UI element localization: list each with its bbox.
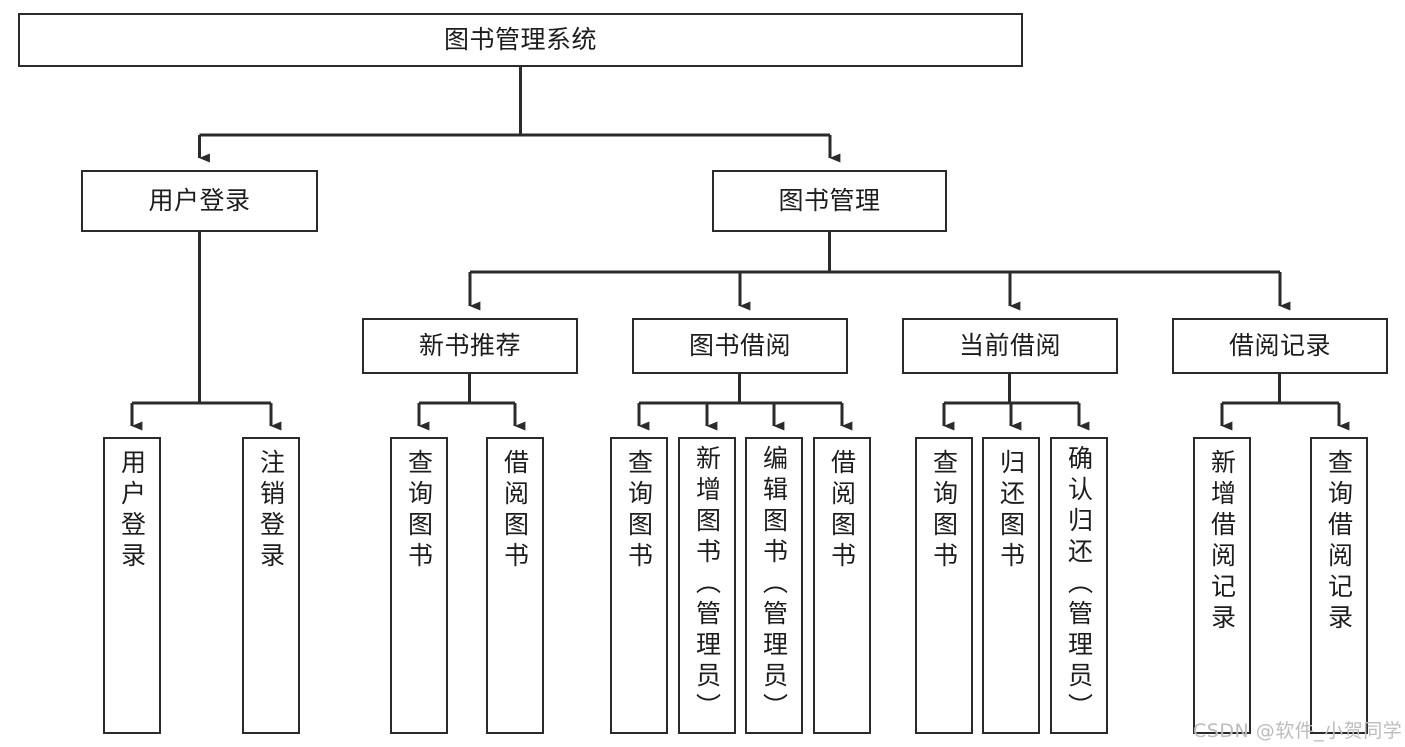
node-label: 编辑图书（管理员） [759, 445, 789, 724]
node-leaf-borrow-book-recommend[interactable]: 借阅图书 [486, 437, 544, 734]
csdn-watermark: CSDN @软件_小贺同学 [1193, 720, 1403, 742]
node-label: 用户登录 [148, 185, 251, 215]
node-leaf-return-book[interactable]: 归还图书 [982, 437, 1040, 734]
node-new-book-recommend[interactable]: 新书推荐 [362, 318, 578, 374]
node-label: 新书推荐 [418, 330, 521, 360]
node-leaf-add-borrow-record[interactable]: 新增借阅记录 [1193, 437, 1251, 734]
node-label: 查询借阅记录 [1324, 449, 1354, 635]
node-user-login[interactable]: 用户登录 [81, 170, 318, 232]
node-label: 新增图书（管理员） [692, 445, 722, 724]
node-root-system[interactable]: 图书管理系统 [18, 13, 1023, 67]
node-label: 确认归还（管理员） [1064, 445, 1094, 724]
node-book-borrow[interactable]: 图书借阅 [632, 318, 848, 374]
node-label: 借阅图书 [827, 449, 857, 573]
node-label: 用户登录 [117, 449, 147, 573]
node-label: 借阅图书 [500, 449, 530, 573]
node-label: 当前借阅 [958, 330, 1061, 360]
node-label: 图书管理系统 [443, 24, 597, 54]
node-current-borrow[interactable]: 当前借阅 [902, 318, 1118, 374]
node-leaf-edit-book-admin[interactable]: 编辑图书（管理员） [745, 437, 803, 734]
node-label: 查询图书 [624, 449, 654, 573]
node-leaf-confirm-return-admin[interactable]: 确认归还（管理员） [1050, 437, 1108, 734]
node-leaf-query-book-borrow[interactable]: 查询图书 [610, 437, 668, 734]
node-borrow-record[interactable]: 借阅记录 [1172, 318, 1388, 374]
node-leaf-borrow-book-borrow[interactable]: 借阅图书 [813, 437, 871, 734]
node-leaf-query-book-current[interactable]: 查询图书 [915, 437, 973, 734]
node-leaf-add-book-admin[interactable]: 新增图书（管理员） [678, 437, 736, 734]
node-leaf-query-book-recommend[interactable]: 查询图书 [390, 437, 448, 734]
node-leaf-query-borrow-record[interactable]: 查询借阅记录 [1310, 437, 1368, 734]
node-label: 新增借阅记录 [1207, 449, 1237, 635]
node-label: 查询图书 [404, 449, 434, 573]
node-label: 注销登录 [256, 449, 286, 573]
node-book-manage[interactable]: 图书管理 [712, 170, 947, 232]
node-label: 查询图书 [929, 449, 959, 573]
node-leaf-user-logout[interactable]: 注销登录 [242, 437, 300, 734]
node-label: 图书借阅 [688, 330, 791, 360]
node-label: 归还图书 [996, 449, 1026, 573]
node-label: 图书管理 [778, 185, 881, 215]
node-leaf-user-login[interactable]: 用户登录 [103, 437, 161, 734]
node-label: 借阅记录 [1228, 330, 1331, 360]
